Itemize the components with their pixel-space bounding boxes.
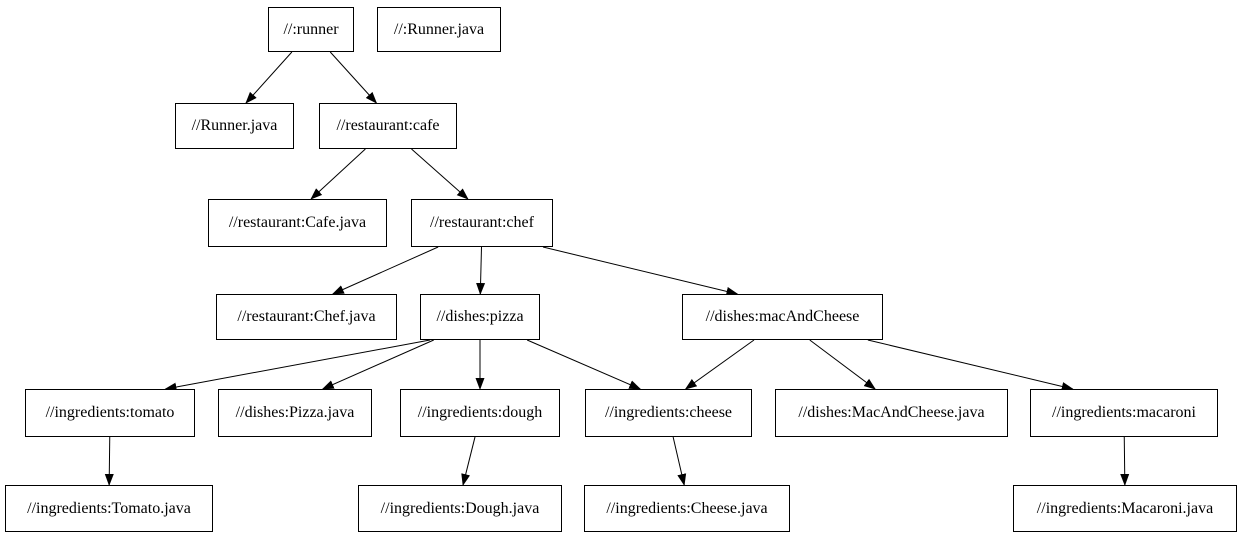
edge-chef-pizza xyxy=(476,246,486,295)
edge-tomato-tomato_java xyxy=(104,436,114,486)
graph-node-cafe: //restaurant:cafe xyxy=(319,103,457,149)
edge-macaroni-macaroni_java xyxy=(1120,436,1130,486)
edge-cafe-cafe_java xyxy=(310,148,366,200)
edge-cafe-chef xyxy=(411,148,469,200)
edge-mac_and_cheese-macaroni xyxy=(867,339,1074,391)
graph-node-cheese_java: //ingredients:Cheese.java xyxy=(584,485,790,532)
node-label: //dishes:pizza xyxy=(436,308,524,325)
graph-node-dough: //ingredients:dough xyxy=(400,389,560,437)
edge-chef-chef_java xyxy=(331,246,439,295)
edge-cheese-cheese_java xyxy=(672,436,687,486)
edge-mac_and_cheese-cheese xyxy=(684,339,755,390)
graph-node-macaroni_java: //ingredients:Macaroni.java xyxy=(1013,485,1237,532)
graph-node-runner_java: //Runner.java xyxy=(175,103,294,149)
graph-node-chef_java: //restaurant:Chef.java xyxy=(216,294,397,340)
graph-node-mac_and_cheese: //dishes:macAndCheese xyxy=(682,294,883,340)
node-label: //ingredients:Dough.java xyxy=(380,499,540,517)
graph-node-mac_java: //dishes:MacAndCheese.java xyxy=(775,389,1008,437)
node-label: //:Runner.java xyxy=(393,20,485,38)
node-label: //restaurant:cafe xyxy=(336,117,440,134)
graph-node-runner_java_src: //:Runner.java xyxy=(377,7,501,52)
node-label: //restaurant:chef xyxy=(430,214,534,231)
node-label: //ingredients:Cheese.java xyxy=(606,499,768,517)
edge-pizza-tomato xyxy=(164,339,431,392)
node-label: //ingredients:Tomato.java xyxy=(27,499,191,517)
graph-node-chef: //restaurant:chef xyxy=(411,199,553,247)
node-label: //Runner.java xyxy=(191,117,278,134)
graph-node-pizza: //dishes:pizza xyxy=(420,294,540,340)
node-label: //:runner xyxy=(283,20,339,38)
edge-runner-cafe xyxy=(329,51,378,104)
graph-node-dough_java: //ingredients:Dough.java xyxy=(358,485,562,532)
edge-runner-runner_java xyxy=(245,51,293,104)
node-label: //ingredients:macaroni xyxy=(1052,404,1196,421)
node-label: //restaurant:Chef.java xyxy=(237,308,376,325)
graph-node-cheese: //ingredients:cheese xyxy=(585,389,752,437)
edge-mac_and_cheese-mac_java xyxy=(809,339,876,390)
edge-chef-mac_and_cheese xyxy=(542,246,739,296)
edge-pizza-cheese xyxy=(526,339,642,390)
edge-pizza-pizza_java xyxy=(321,339,434,390)
graph-node-tomato_java: //ingredients:Tomato.java xyxy=(5,485,213,532)
graph-node-tomato: //ingredients:tomato xyxy=(25,389,195,437)
node-label: //dishes:MacAndCheese.java xyxy=(798,404,985,421)
node-label: //dishes:macAndCheese xyxy=(705,308,860,325)
edge-dough-dough_java xyxy=(461,436,476,486)
graph-node-pizza_java: //dishes:Pizza.java xyxy=(218,389,372,437)
node-label: //ingredients:Macaroni.java xyxy=(1036,499,1214,517)
graph-node-runner: //:runner xyxy=(268,7,354,52)
node-label: //dishes:Pizza.java xyxy=(235,404,355,421)
node-label: //restaurant:Cafe.java xyxy=(228,214,367,231)
graph-node-cafe_java: //restaurant:Cafe.java xyxy=(208,199,387,247)
node-label: //ingredients:dough xyxy=(417,404,543,421)
graph-node-macaroni: //ingredients:macaroni xyxy=(1030,389,1218,437)
node-label: //ingredients:tomato xyxy=(45,404,175,421)
node-label: //ingredients:cheese xyxy=(604,404,733,421)
